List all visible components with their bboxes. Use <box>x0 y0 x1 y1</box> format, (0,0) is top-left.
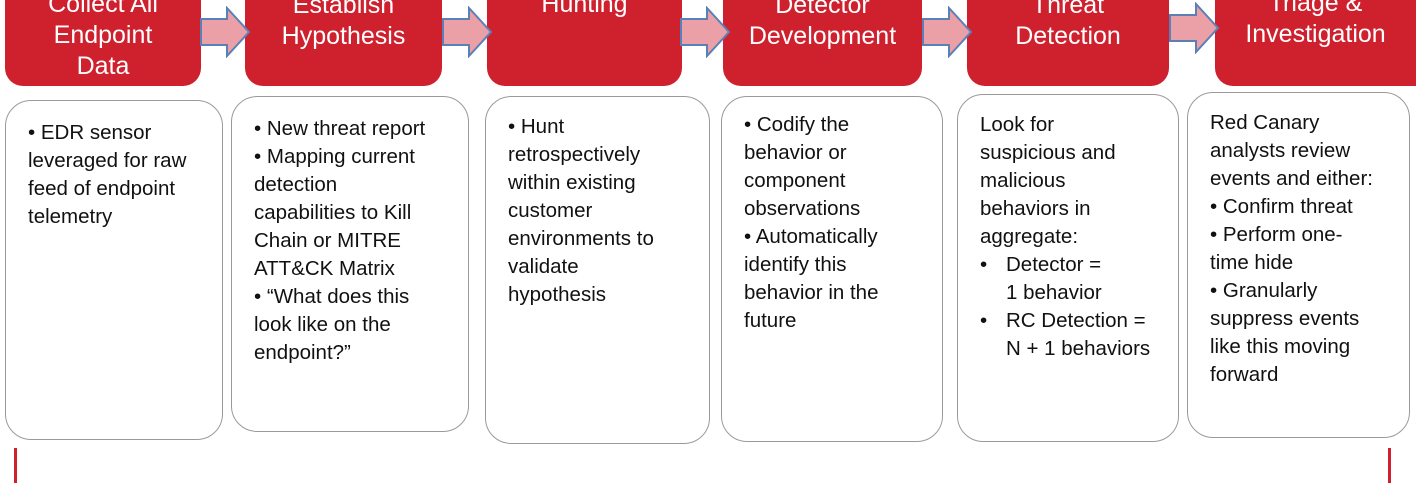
card-text-line: Red Canary <box>1210 111 1320 134</box>
card-text-line: • Hunt <box>508 115 565 138</box>
card-text-line: future <box>744 309 797 332</box>
stage-card-threat-detection: Look for suspicious and malicious behavi… <box>957 94 1179 442</box>
right-arrow-icon <box>200 6 251 58</box>
card-text-line: • EDR sensor <box>28 121 152 144</box>
card-text-line: • Codify the <box>744 113 850 136</box>
card-text-line: forward <box>1210 363 1279 386</box>
card-text-line: validate <box>508 255 579 278</box>
stage-header-triage-investigation: Triage & Investigation <box>1215 0 1416 86</box>
card-text-line: leveraged for raw <box>28 149 187 172</box>
stage-title-line: Triage & <box>1268 0 1363 17</box>
stage-card-triage-investigation: Red Canary analysts review events and ei… <box>1187 92 1410 438</box>
card-text-line: environments to <box>508 227 654 250</box>
timeline-bracket-left <box>14 448 17 483</box>
stage-title-line: Establish <box>292 0 395 19</box>
right-arrow-icon <box>680 6 731 58</box>
card-text-line: endpoint?” <box>254 341 351 364</box>
card-text-line: aggregate: <box>980 225 1079 248</box>
stage-card-establish-hypothesis: • New threat report • Mapping current de… <box>231 96 469 432</box>
timeline-bracket-right <box>1388 448 1391 483</box>
card-text-line: telemetry <box>28 205 113 228</box>
stage-title-line: Development <box>748 22 897 50</box>
card-text-line: • Granularly <box>1210 279 1318 302</box>
right-arrow-icon <box>442 6 493 58</box>
card-text-line: ATT&CK Matrix <box>254 257 395 280</box>
card-text-line: customer <box>508 199 593 222</box>
card-text-line: • Confirm threat <box>1210 195 1353 218</box>
card-text-line: look like on the <box>254 313 391 336</box>
card-text-line: N + 1 behaviors <box>1006 337 1151 360</box>
right-arrow-icon <box>922 6 973 58</box>
card-text-line: RC Detection = <box>980 307 1168 335</box>
stage-title-line: Hypothesis <box>281 22 406 50</box>
stage-title-line: Collect All <box>48 0 158 18</box>
card-text-line: capabilities to Kill <box>254 201 412 224</box>
stage-header-establish-hypothesis: Establish Hypothesis <box>245 0 442 86</box>
card-text-line: • “What does this <box>254 285 410 308</box>
card-text-line: identify this <box>744 253 847 276</box>
card-text-line: suppress events <box>1210 307 1360 330</box>
card-text-line: events and either: <box>1210 167 1373 190</box>
card-text-line: component <box>744 169 846 192</box>
right-arrow-icon <box>1169 2 1220 54</box>
stage-header-threat-detection: Threat Detection <box>967 0 1169 86</box>
card-text-line: • New threat report <box>254 117 426 140</box>
stage-title-line: Investigation <box>1245 20 1386 48</box>
card-text-line: 1 behavior <box>1006 281 1102 304</box>
card-text-line: Detector = <box>980 251 1168 279</box>
card-text-line: retrospectively <box>508 143 641 166</box>
card-text-line: time hide <box>1210 251 1294 274</box>
card-text-line: detection <box>254 173 338 196</box>
card-text-line: like this moving <box>1210 335 1351 358</box>
card-text-line: malicious <box>980 169 1066 192</box>
stage-title-line: Hunting <box>541 0 628 18</box>
card-text-line: • Mapping current <box>254 145 416 168</box>
card-text-line: analysts review <box>1210 139 1351 162</box>
card-text-line: suspicious and <box>980 141 1116 164</box>
stage-header-detector-development: Detector Development <box>723 0 922 86</box>
stage-header-hunting: Hunting <box>487 0 682 86</box>
stage-title-line: Endpoint <box>53 21 153 49</box>
card-text-line: behaviors in <box>980 197 1091 220</box>
stage-title-line: Detector <box>775 0 870 19</box>
card-text-line: Chain or MITRE <box>254 229 401 252</box>
card-text-line: behavior in the <box>744 281 879 304</box>
stage-header-collect-data: Collect All Endpoint Data <box>5 0 201 86</box>
card-text-line: feed of endpoint <box>28 177 176 200</box>
stage-card-hunting: • Hunt retrospectively within existing c… <box>485 96 710 444</box>
stage-card-collect-data: • EDR sensor leveraged for raw feed of e… <box>5 100 223 440</box>
stage-title-line: Data <box>76 52 130 80</box>
card-text-line: behavior or <box>744 141 847 164</box>
stage-title-line: Threat <box>1031 0 1105 19</box>
card-text-line: within existing <box>508 171 636 194</box>
card-text-line: hypothesis <box>508 283 607 306</box>
stage-card-detector-development: • Codify the behavior or component obser… <box>721 96 943 442</box>
card-text-line: observations <box>744 197 861 220</box>
card-text-line: Look for <box>980 113 1055 136</box>
stage-title-line: Detection <box>1015 22 1121 50</box>
card-text-line: • Automatically <box>744 225 878 248</box>
card-text-line: • Perform one- <box>1210 223 1343 246</box>
